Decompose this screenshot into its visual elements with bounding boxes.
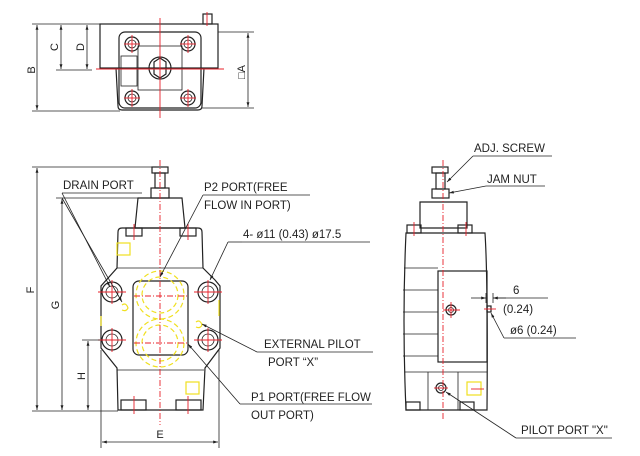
front-foot — [120, 399, 147, 411]
front-dimension-lines — [32, 166, 220, 448]
top-body — [99, 23, 219, 69]
top-dimension-lines — [32, 23, 254, 112]
label-external-pilot-line2: PORT “X” — [268, 357, 318, 369]
label-p1-port-line2: OUT PORT) — [251, 410, 314, 422]
label-bolt-holes: 4- ø11 (0.43) ø17.5 — [243, 229, 341, 241]
label-dim-6-inch: (0.24) — [503, 304, 533, 316]
label-p1-port-line1: P1 PORT(FREE FLOW — [251, 392, 371, 404]
side-hidden-port — [466, 381, 482, 396]
label-adj-screw: ADJ. SCREW — [474, 143, 545, 155]
label-external-pilot-line1: EXTERNAL PILOT — [264, 339, 361, 351]
dim-h: H — [76, 372, 88, 380]
label-p2-port-line2: FLOW IN PORT) — [204, 200, 291, 212]
dim-b: B — [26, 66, 38, 73]
side-view: ADJ. SCREW JAM NUT 6 (0.24) ø6 (0.24) PI… — [403, 143, 612, 439]
side-pilot-plate — [437, 270, 488, 363]
front-center-lines — [134, 160, 188, 425]
side-body — [403, 232, 488, 411]
dim-d: D — [75, 43, 87, 51]
label-pilot-diameter: ø6 (0.24) — [510, 325, 557, 337]
label-drain-port: DRAIN PORT — [63, 180, 134, 192]
front-window — [132, 280, 189, 356]
side-screw-stem — [435, 172, 446, 190]
label-p2-port-line1: P2 PORT(FREE — [204, 182, 288, 194]
dim-f: F — [25, 286, 37, 293]
dim-c: C — [49, 43, 61, 51]
top-center-lines — [96, 12, 224, 118]
side-cap — [419, 201, 468, 229]
side-knob — [431, 166, 449, 174]
dim-e: E — [156, 429, 163, 441]
label-pilot-port: PILOT PORT "X" — [521, 425, 608, 437]
top-stud — [202, 13, 213, 25]
label-dim-6: 6 — [513, 285, 519, 297]
dim-a: □A — [236, 64, 248, 79]
dim-g: G — [50, 301, 62, 310]
front-view: F G H E DRAIN PORT P2 PORT(FREE FLOW IN … — [25, 160, 373, 448]
side-jam-nut — [431, 188, 450, 199]
front-body — [100, 227, 221, 411]
top-view: B C D □A — [26, 12, 254, 118]
side-leader-lines — [445, 155, 612, 439]
top-slot — [120, 55, 138, 87]
label-jam-nut: JAM NUT — [487, 174, 537, 186]
front-leader-lines — [61, 192, 373, 405]
